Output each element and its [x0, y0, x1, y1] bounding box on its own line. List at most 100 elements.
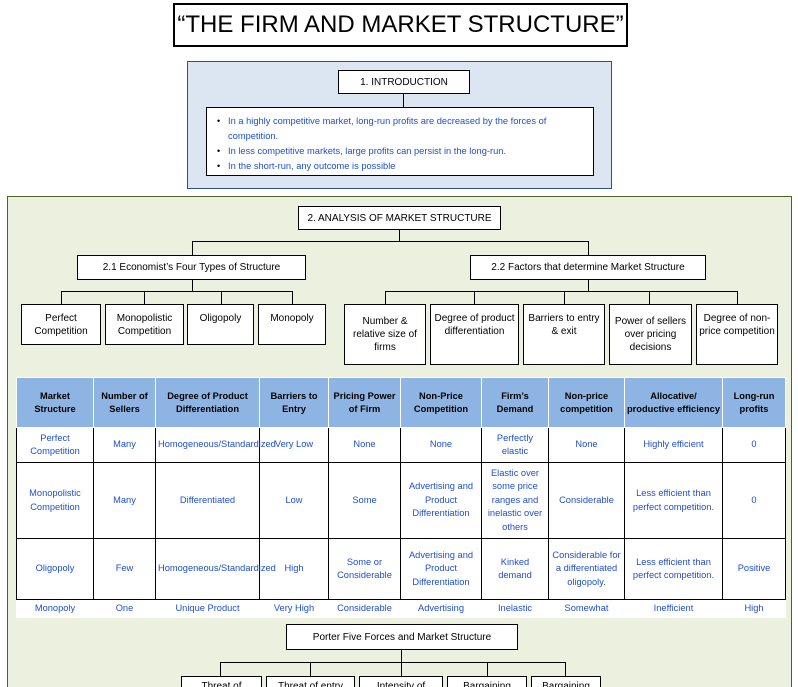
type-monopoly: Monopoly	[258, 304, 326, 345]
factor-product-differentiation: Degree of product differentiation	[430, 304, 519, 365]
table-cell: Considerable for a differentiated oligop…	[548, 537, 625, 601]
porter-heading: Porter Five Forces and Market Structure	[286, 624, 518, 650]
table-cell: Inefficient	[653, 603, 694, 614]
table-cell: Many	[93, 426, 156, 464]
table-cell: Very Low	[259, 426, 329, 464]
connector	[192, 241, 589, 242]
table-cell: Monopolistic Competition	[16, 462, 94, 539]
table-cell: High	[744, 603, 764, 614]
connector	[61, 291, 293, 292]
table-cell: Few	[93, 537, 156, 601]
force-box: Intensity of	[359, 676, 443, 687]
column-header: Market Structure	[16, 377, 94, 428]
table-cell: Unique Product	[175, 603, 240, 614]
table-cell: None	[400, 426, 482, 464]
type-oligopoly: Oligopoly	[187, 304, 254, 345]
table-cell: One	[115, 603, 134, 614]
table-cell: Elastic over some price ranges and inela…	[481, 462, 549, 539]
introduction-bullet: In the short-run, any outcome is possibl…	[217, 159, 585, 174]
force-box: Bargaining	[447, 676, 527, 687]
connector	[292, 291, 293, 304]
column-header: Allocative/ productive efficiency	[624, 377, 723, 428]
table-cell: Advertising	[418, 603, 464, 614]
table-cell: Homogeneous/Standardized	[155, 537, 276, 601]
table-cell: 0	[722, 462, 786, 539]
connector	[588, 280, 589, 291]
table-cell: None	[328, 426, 401, 464]
connector	[474, 291, 475, 304]
table-cell: Many	[93, 462, 156, 539]
table-row: Perfect Competition Many Homogeneous/Sta…	[16, 426, 786, 464]
table-cell: 0	[722, 426, 786, 464]
connector	[564, 291, 565, 304]
introduction-bullet: In less competitive markets, large profi…	[217, 144, 585, 159]
column-header: Number of Sellers	[93, 377, 156, 428]
market-structure-table: Market Structure Number of Sellers Degre…	[16, 377, 786, 618]
column-header: Pricing Power of Firm	[328, 377, 401, 428]
column-header: Long-run profits	[722, 377, 786, 428]
connector	[385, 291, 738, 292]
connector	[192, 241, 193, 255]
introduction-heading: 1. INTRODUCTION	[338, 70, 470, 94]
table-cell: Considerable	[548, 462, 625, 539]
factor-pricing-power: Power of sellers over pricing decisions	[609, 304, 692, 365]
table-cell: Oligopoly	[16, 537, 94, 601]
table-cell: Positive	[722, 537, 786, 601]
table-cell: Kinked demand	[481, 537, 549, 601]
column-header: Barriers to Entry	[259, 377, 329, 428]
connector	[565, 662, 566, 676]
type-monopolistic-competition: Monopolistic Competition	[105, 304, 184, 345]
factor-number-size-of-firms: Number & relative size of firms	[344, 304, 426, 365]
connector	[310, 662, 311, 676]
introduction-bullets: In a highly competitive market, long-run…	[206, 107, 594, 176]
table-cell: Less efficient than perfect competition.	[624, 537, 723, 601]
table-cell: Some or Considerable	[328, 537, 401, 601]
connector	[487, 662, 488, 676]
table-cell: Perfectly elastic	[481, 426, 549, 464]
connector	[144, 291, 145, 304]
connector	[220, 662, 221, 676]
column-header: Non-Price Competition	[400, 377, 482, 428]
table-row: Monopolistic Competition Many Differenti…	[16, 462, 786, 539]
table-cell: Monopoly	[34, 603, 76, 614]
table-cell: Inelastic	[497, 603, 533, 614]
table-cell: Advertising and Product Differentiation	[400, 537, 482, 601]
connector	[61, 291, 62, 304]
table-header-row: Market Structure Number of Sellers Degre…	[16, 377, 786, 428]
force-box: Threat of entry	[266, 676, 355, 687]
connector	[588, 241, 589, 255]
table-row: Monopoly One Unique Product Very High Co…	[17, 600, 786, 618]
factor-barriers-to-entry: Barriers to entry & exit	[523, 304, 605, 365]
analysis-heading: 2. ANALYSIS OF MARKET STRUCTURE	[298, 206, 501, 230]
table-cell: Very High	[273, 603, 315, 614]
table-cell: None	[548, 426, 625, 464]
table-cell: Somewhat	[564, 603, 609, 614]
connector	[399, 230, 400, 241]
table-cell: Perfect Competition	[16, 426, 94, 464]
type-perfect-competition: Perfect Competition	[21, 304, 101, 345]
table-cell: Considerable	[337, 603, 392, 614]
force-box: Bargaining	[531, 676, 601, 687]
factors-heading: 2.2 Factors that determine Market Struct…	[470, 255, 706, 280]
page-title: “THE FIRM AND MARKET STRUCTURE”	[173, 3, 628, 47]
table-cell: Highly efficient	[624, 426, 723, 464]
types-heading: 2.1 Economist’s Four Types of Structure	[77, 255, 306, 280]
column-header: Non-price competition	[548, 377, 625, 428]
connector	[649, 291, 650, 304]
connector	[401, 650, 402, 662]
connector	[737, 291, 738, 304]
table-cell: Less efficient than perfect competition.	[624, 462, 723, 539]
connector	[220, 662, 565, 663]
connector	[403, 94, 404, 107]
force-box: Threat of	[181, 676, 262, 687]
connector	[401, 662, 402, 676]
factor-non-price-competition: Degree of non-price competition	[696, 304, 778, 365]
table-cell: Advertising and Product Differentiation	[400, 462, 482, 539]
connector	[221, 291, 222, 304]
table-cell: Some	[328, 462, 401, 539]
table-cell: Low	[259, 462, 329, 539]
column-header: Firm’s Demand	[481, 377, 549, 428]
table-cell: Differentiated	[155, 462, 260, 539]
table-row: Oligopoly Few Homogeneous/Standardized H…	[16, 537, 786, 601]
introduction-bullet: In a highly competitive market, long-run…	[217, 114, 585, 144]
